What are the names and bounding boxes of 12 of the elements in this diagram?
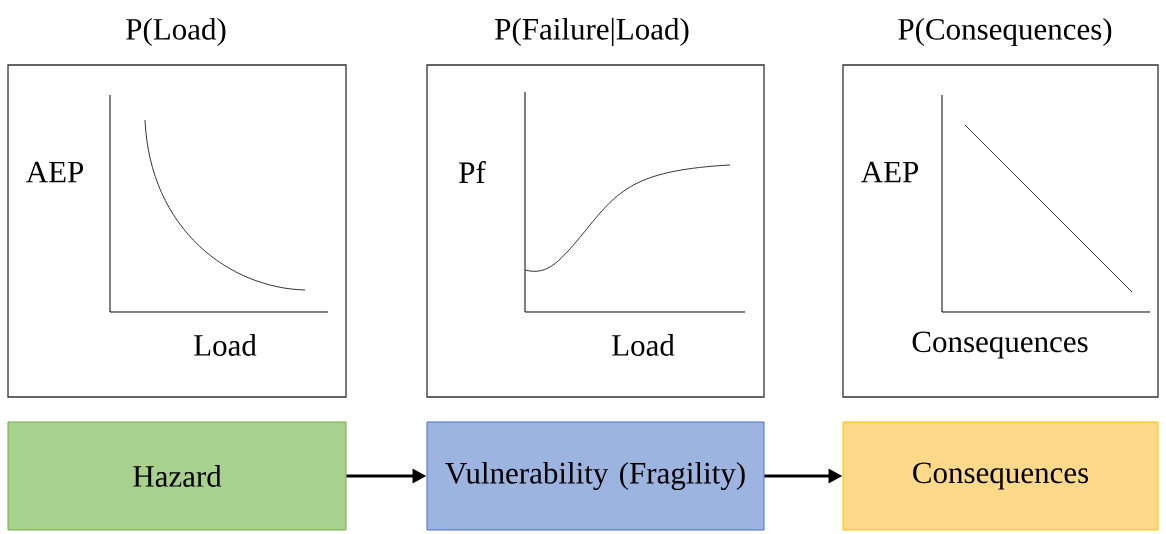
axis-label: Consequences — [912, 331, 1088, 359]
panel-title: P(Load) — [126, 17, 226, 47]
axis-label: Load — [194, 334, 257, 356]
panel-title: P(Failure|Load) — [495, 17, 689, 47]
axis-label: Load — [612, 334, 675, 356]
axis-label: AEP — [861, 161, 919, 183]
axis-label: AEP — [26, 161, 84, 183]
process-box: Vulnerability (Fragility) — [426, 421, 765, 531]
process-box: Consequences — [842, 421, 1159, 531]
panel-title: P(Consequences) — [898, 17, 1112, 47]
process-box: Hazard — [7, 421, 347, 531]
axis-label: Pf — [459, 161, 486, 183]
